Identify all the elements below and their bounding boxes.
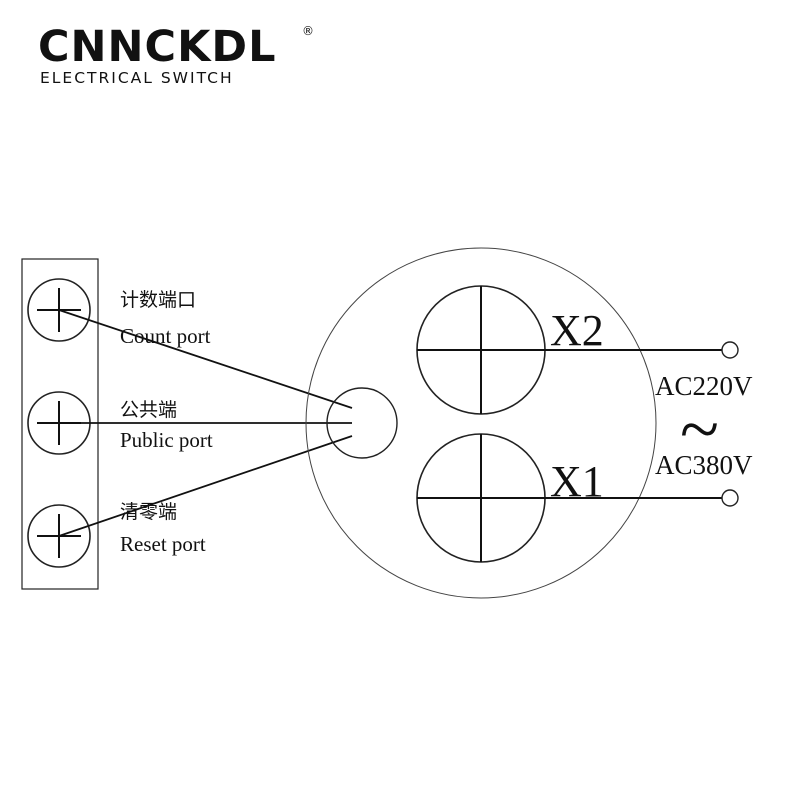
brand-name: CNNCKDL <box>38 22 277 72</box>
ac380v-label: AC380V <box>655 450 753 480</box>
count-wire <box>58 309 353 409</box>
x1-label: X1 <box>550 457 604 506</box>
count-port-label: Count port <box>120 324 211 348</box>
ac220v-label: AC220V <box>655 371 753 401</box>
terminal-block <box>21 258 99 590</box>
x2-label: X2 <box>550 306 604 355</box>
x2-contact <box>416 285 739 415</box>
ac-symbol: ~ <box>680 389 719 469</box>
count-port-label-cn: 计数端口 <box>120 289 196 311</box>
registered-mark: ® <box>302 24 314 38</box>
reset-wire <box>58 435 353 537</box>
switch-body <box>305 247 657 599</box>
reset-port-label-cn: 清零端 <box>120 501 177 523</box>
reset-port-label: Reset port <box>120 532 206 556</box>
brand-tagline: ELECTRICAL SWITCH <box>40 69 234 87</box>
x1-contact <box>416 433 739 563</box>
public-port-label: Public port <box>120 428 213 452</box>
public-port-label-cn: 公共端 <box>120 399 177 421</box>
center-contact <box>326 387 398 459</box>
